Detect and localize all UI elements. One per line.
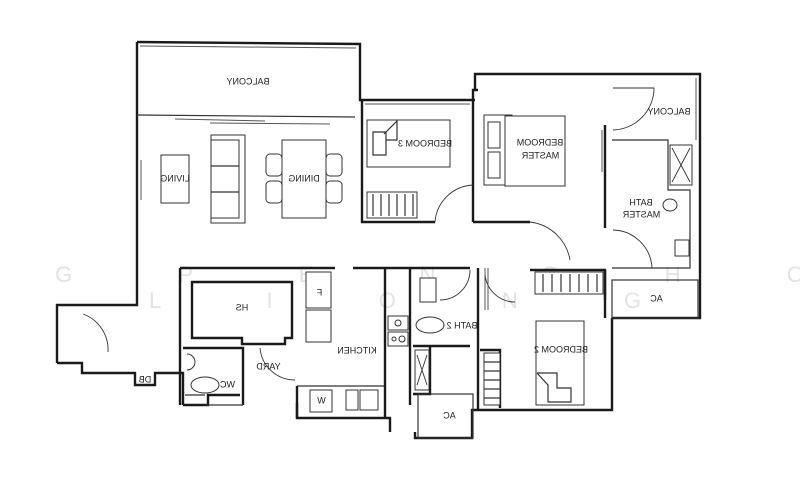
label-fridge: F <box>316 287 322 297</box>
label-bedroom-2: BEDROOM 2 <box>534 344 588 354</box>
label-hs: HS <box>236 302 249 312</box>
label-yard: YARD <box>256 361 281 371</box>
doors <box>82 87 655 381</box>
label-bedroom-3: BEDROOM 3 <box>398 138 452 148</box>
label-db: DB <box>139 374 152 384</box>
label-washer: W <box>317 395 326 405</box>
bed-master <box>483 114 566 187</box>
label-master-bedroom-l2: BEDROOM <box>517 137 564 147</box>
dining-set <box>265 139 343 219</box>
label-balcony-main: BALCONY <box>226 76 269 86</box>
tv-console <box>160 154 190 204</box>
bed-bedroom-3 <box>366 119 451 168</box>
washer-box <box>309 389 333 413</box>
label-bath-2: BATH 2 <box>447 320 478 330</box>
label-kitchen: KITCHEN <box>337 345 377 355</box>
label-living: LIVING <box>160 173 190 183</box>
balcony-slider <box>136 114 356 118</box>
outer-walls <box>55 40 702 440</box>
label-balcony-master: BALCONY <box>647 106 690 116</box>
label-wc: WC <box>220 379 235 389</box>
sofa <box>210 134 246 224</box>
stove <box>387 315 409 347</box>
label-ac-right: AC <box>650 293 663 303</box>
wardrobe-bedroom-3 <box>366 191 418 219</box>
watermark-line1: L I O N G P E N G H O M E S <box>0 262 800 287</box>
label-ac-bottom: AC <box>443 410 456 420</box>
interior-walls <box>178 88 699 439</box>
label-master-bedroom-l1: MASTER <box>521 150 559 160</box>
fridge-box <box>305 271 332 309</box>
wardrobe-bedroom-2 <box>483 352 501 406</box>
label-dining: DINING <box>288 173 320 183</box>
label-master-bath-l2: BATH <box>629 197 652 207</box>
label-master-bath-l1: MASTER <box>622 209 660 219</box>
room-labels: BALCONY LIVING DINING BEDROOM 3 BEDROOM … <box>139 76 691 420</box>
bed-bedroom-2 <box>535 320 585 406</box>
